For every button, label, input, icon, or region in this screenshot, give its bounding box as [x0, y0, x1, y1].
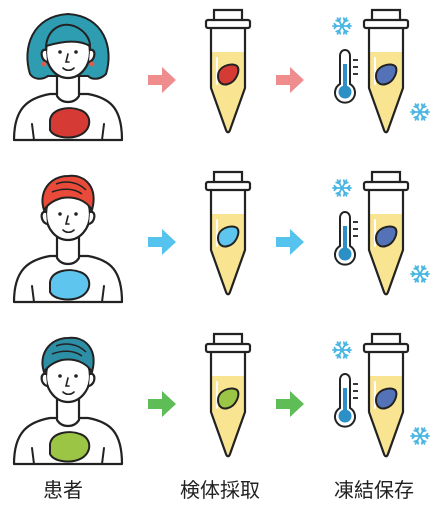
eye-left	[58, 212, 62, 216]
arrow-right-icon	[276, 229, 304, 255]
tube-rim	[206, 344, 250, 352]
tube-rim	[364, 182, 408, 190]
sample-tube-icon	[206, 334, 250, 456]
earring-right	[90, 62, 95, 67]
tube-cap	[372, 172, 400, 182]
patient-figure	[14, 338, 122, 464]
tube-rim	[364, 20, 408, 28]
snowflake-icon	[333, 342, 351, 358]
snowflake-icon	[411, 104, 429, 120]
eye-left	[58, 374, 62, 378]
snowflake-icon	[333, 18, 351, 34]
arrow-right-icon	[148, 391, 176, 417]
caption-sample-collection: 検体採取	[165, 478, 275, 502]
snowflake-icon	[333, 180, 351, 196]
row-3	[14, 334, 429, 464]
thermometer-icon	[335, 212, 358, 265]
eye-left	[58, 50, 62, 54]
tube-cap	[214, 10, 242, 20]
thermometer-mercury	[343, 388, 347, 416]
thermometer-icon	[335, 374, 358, 427]
tube-cap	[372, 10, 400, 20]
snowflake-icon	[411, 266, 429, 282]
caption-frozen-storage: 凍結保存	[318, 478, 430, 502]
tube-rim	[206, 182, 250, 190]
frozen-tube-icon	[364, 10, 408, 132]
frozen-tube-icon	[364, 334, 408, 456]
arrow-right-icon	[148, 229, 176, 255]
thermometer-icon	[335, 50, 358, 103]
patient-figure	[14, 14, 122, 140]
thermometer-mercury	[343, 64, 347, 92]
tube-cap	[372, 334, 400, 344]
row-1	[14, 10, 429, 140]
tube-cap	[214, 334, 242, 344]
eye-right	[74, 374, 78, 378]
eye-right	[74, 50, 78, 54]
arrow-right-icon	[148, 67, 176, 93]
caption-patient: 患者	[18, 478, 108, 502]
tissue-blob	[50, 108, 89, 137]
tube-rim	[206, 20, 250, 28]
eye-right	[74, 212, 78, 216]
frozen-tube-icon	[364, 172, 408, 294]
sample-tube-icon	[206, 10, 250, 132]
arrow-right-icon	[276, 67, 304, 93]
row-2	[14, 172, 429, 302]
tissue-blob	[50, 270, 89, 299]
tube-rim	[364, 344, 408, 352]
sample-tube-icon	[206, 172, 250, 294]
tissue-blob	[50, 432, 89, 461]
patient-figure	[14, 176, 122, 302]
earring-left	[42, 62, 47, 67]
snowflake-icon	[411, 428, 429, 444]
arrow-right-icon	[276, 391, 304, 417]
tube-cap	[214, 172, 242, 182]
thermometer-mercury	[343, 226, 347, 254]
